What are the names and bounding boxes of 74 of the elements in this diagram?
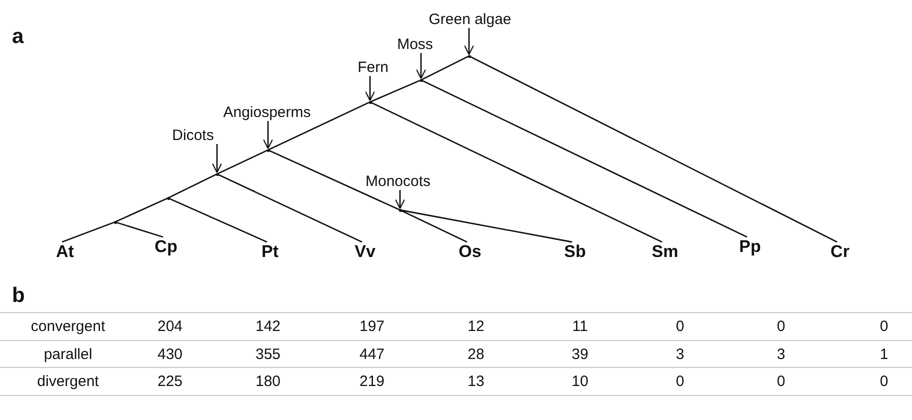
species-label: At	[56, 243, 74, 260]
count-value: 12	[468, 319, 484, 334]
branch-point	[166, 196, 170, 200]
leader-arrow	[262, 121, 274, 150]
tree-branch	[400, 209, 468, 243]
count-value: 0	[776, 374, 786, 389]
count-value: 142	[255, 319, 281, 334]
count-value: 13	[468, 374, 484, 389]
count-value: 0	[676, 319, 684, 334]
count-value: 180	[255, 374, 281, 389]
row-label: convergent	[30, 319, 106, 334]
count-value: 10	[572, 374, 588, 389]
tree-branch	[400, 209, 572, 243]
leader-arrow	[464, 28, 474, 56]
species-label: Vv	[354, 243, 376, 260]
tree-branch	[114, 221, 164, 238]
count-value: 0	[880, 319, 888, 334]
species-label: Pp	[739, 238, 761, 255]
leader-arrow	[364, 76, 376, 102]
clade-label: Green algae	[428, 12, 512, 27]
count-value: 1	[880, 346, 888, 362]
tree-branch	[216, 173, 362, 243]
branch-point	[468, 54, 470, 58]
clade-label: Moss	[397, 37, 433, 52]
tree-branch	[216, 149, 268, 175]
count-value: 430	[157, 346, 183, 362]
count-value: 225	[157, 374, 183, 389]
species-label: Pt	[262, 243, 278, 260]
count-value: 3	[676, 346, 684, 362]
clade-label: Dicots	[172, 128, 214, 143]
count-value: 219	[359, 374, 385, 389]
tree-branch	[168, 197, 268, 243]
clade-label: Fern	[358, 60, 388, 75]
panel-letter: a	[12, 26, 24, 47]
tree-branch	[268, 101, 370, 151]
species-label: Sm	[652, 243, 678, 260]
tree-branch	[62, 221, 116, 243]
tree-branch	[420, 55, 470, 81]
leader-arrow	[394, 190, 406, 210]
branch-point	[216, 172, 218, 176]
leader-arrow	[416, 53, 426, 80]
count-value: 0	[880, 374, 888, 389]
species-label: Cr	[830, 243, 850, 260]
row-label: parallel	[44, 346, 92, 362]
count-value: 197	[359, 319, 385, 334]
branch-point	[420, 78, 422, 82]
tree-branch	[468, 55, 838, 243]
species-label: Os	[458, 243, 482, 260]
tree-branch	[370, 101, 662, 243]
species-label: Sb	[564, 243, 586, 260]
row-label: divergent	[37, 374, 99, 389]
tree-branch	[114, 197, 168, 223]
branch-point	[266, 148, 270, 152]
clade-label: Monocots	[365, 174, 431, 189]
tree-branch	[420, 79, 748, 238]
count-value: 204	[157, 319, 183, 334]
count-value: 355	[255, 346, 281, 362]
species-label: Cp	[154, 238, 178, 255]
count-value: 3	[776, 346, 786, 362]
branch-point	[368, 100, 372, 104]
tree-branch	[268, 149, 400, 211]
count-value: 0	[776, 319, 786, 334]
branch-point	[114, 220, 116, 224]
count-value: 447	[359, 346, 385, 362]
count-value: 0	[676, 374, 684, 389]
branch-point	[398, 208, 402, 212]
leader-arrow	[212, 144, 222, 174]
clade-label: Angiosperms	[223, 105, 311, 120]
tree-branch	[370, 79, 422, 103]
count-value: 39	[572, 346, 588, 362]
panel-letter: b	[12, 285, 25, 306]
count-value: 28	[468, 346, 484, 362]
count-value: 11	[572, 319, 588, 334]
tree-branch	[168, 173, 218, 199]
